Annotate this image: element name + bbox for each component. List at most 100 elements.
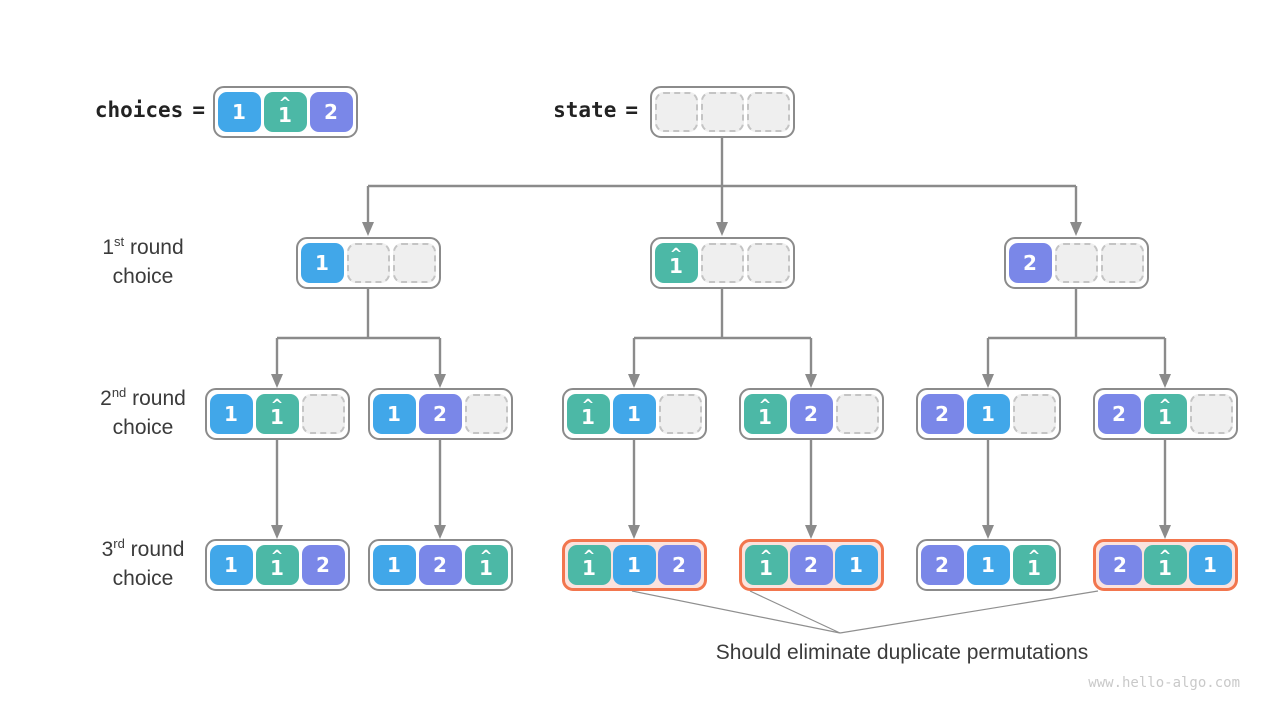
cell-2: 2	[309, 92, 353, 132]
cell-value: 1	[315, 250, 329, 275]
cell-value: 2	[1112, 401, 1126, 426]
cell-value: 1	[669, 254, 683, 278]
hat-mark: ^	[1158, 396, 1172, 414]
cell-1-hat: ^1	[255, 394, 299, 434]
cell-value: 1	[981, 401, 995, 426]
state-array	[649, 86, 795, 138]
cell-value: 1	[387, 401, 401, 426]
cell-value: 1	[627, 401, 641, 426]
cell-empty	[346, 243, 390, 283]
cell-2: 2	[1008, 243, 1052, 283]
hat-mark: ^	[581, 396, 595, 414]
hat-mark: ^	[582, 547, 596, 565]
state-label-text: state	[553, 98, 617, 122]
round2-node-6: 2 ^1	[1092, 388, 1238, 440]
cell-1: 1	[612, 394, 656, 434]
choices-label: choices =	[0, 98, 205, 122]
cell-1: 1	[300, 243, 344, 283]
cell-empty	[658, 394, 702, 434]
cell-value: 1	[270, 405, 284, 429]
cell-1-hat: ^1	[255, 545, 299, 585]
cell-empty	[746, 92, 790, 132]
cell-value: 1	[270, 556, 284, 580]
cell-2: 2	[1098, 545, 1142, 585]
duplicate-pointer-line	[839, 590, 1099, 634]
round-3-label-line2: choice	[112, 567, 174, 590]
cell-2: 2	[418, 545, 462, 585]
choices-equals-sign: =	[192, 98, 205, 122]
cell-empty	[1054, 243, 1098, 283]
cell-empty	[464, 394, 508, 434]
round-3-label-line1: 3rd round	[101, 536, 185, 561]
choices-label-text: choices	[94, 98, 184, 122]
cell-value: 1	[1158, 556, 1172, 580]
cell-value: 1	[759, 556, 773, 580]
hat-mark: ^	[758, 396, 772, 414]
cell-1: 1	[209, 545, 253, 585]
cell-1-hat: ^1	[464, 545, 508, 585]
choices-array: 1 ^1 2	[212, 86, 358, 138]
cell-value: 2	[1113, 552, 1127, 577]
cell-2: 2	[301, 545, 345, 585]
round-1-label-line2: choice	[112, 265, 174, 288]
round-2-label-line2: choice	[112, 416, 174, 439]
hat-mark: ^	[270, 547, 284, 565]
cell-1-hat: ^1	[654, 243, 698, 283]
cell-2: 2	[1097, 394, 1141, 434]
cell-value: 1	[1027, 556, 1041, 580]
cell-value: 1	[224, 401, 238, 426]
cell-2: 2	[418, 394, 462, 434]
cell-1-hat: ^1	[744, 545, 788, 585]
cell-2: 2	[657, 545, 701, 585]
cell-empty	[654, 92, 698, 132]
cell-1: 1	[217, 92, 261, 132]
cell-value: 1	[581, 405, 595, 429]
cell-1-hat: ^1	[1143, 545, 1187, 585]
cell-1: 1	[834, 545, 878, 585]
cell-value: 1	[1203, 552, 1217, 577]
duplicate-pointer-line	[749, 590, 841, 634]
round1-node-1: 1	[295, 237, 441, 289]
cell-value: 1	[1158, 405, 1172, 429]
cell-2: 2	[920, 545, 964, 585]
cell-value: 2	[1023, 250, 1037, 275]
cell-value: 2	[935, 552, 949, 577]
cell-empty	[392, 243, 436, 283]
cell-2: 2	[789, 545, 833, 585]
cell-empty	[1012, 394, 1056, 434]
hat-mark: ^	[479, 547, 493, 565]
cell-value: 2	[935, 401, 949, 426]
hat-mark: ^	[278, 94, 292, 112]
cell-value: 1	[232, 99, 246, 124]
cell-value: 1	[582, 556, 596, 580]
cell-2: 2	[920, 394, 964, 434]
cell-1: 1	[966, 394, 1010, 434]
hat-mark: ^	[1027, 547, 1041, 565]
hat-mark: ^	[669, 245, 683, 263]
cell-1-hat: ^1	[743, 394, 787, 434]
cell-1: 1	[1188, 545, 1232, 585]
cell-value: 2	[324, 99, 338, 124]
cell-value: 1	[627, 552, 641, 577]
cell-empty	[746, 243, 790, 283]
cell-1-hat: ^1	[567, 545, 611, 585]
round-2-label-line1: 2nd round	[100, 385, 186, 410]
cell-empty	[700, 243, 744, 283]
cell-empty	[835, 394, 879, 434]
watermark-text: www.hello-algo.com	[1088, 675, 1240, 691]
round-1-label-line1: 1st round	[102, 234, 184, 259]
cell-value: 2	[804, 552, 818, 577]
cell-value: 2	[316, 552, 330, 577]
state-equals-sign: =	[625, 98, 638, 122]
cell-1-hat: ^1	[263, 92, 307, 132]
cell-1-hat: ^1	[566, 394, 610, 434]
